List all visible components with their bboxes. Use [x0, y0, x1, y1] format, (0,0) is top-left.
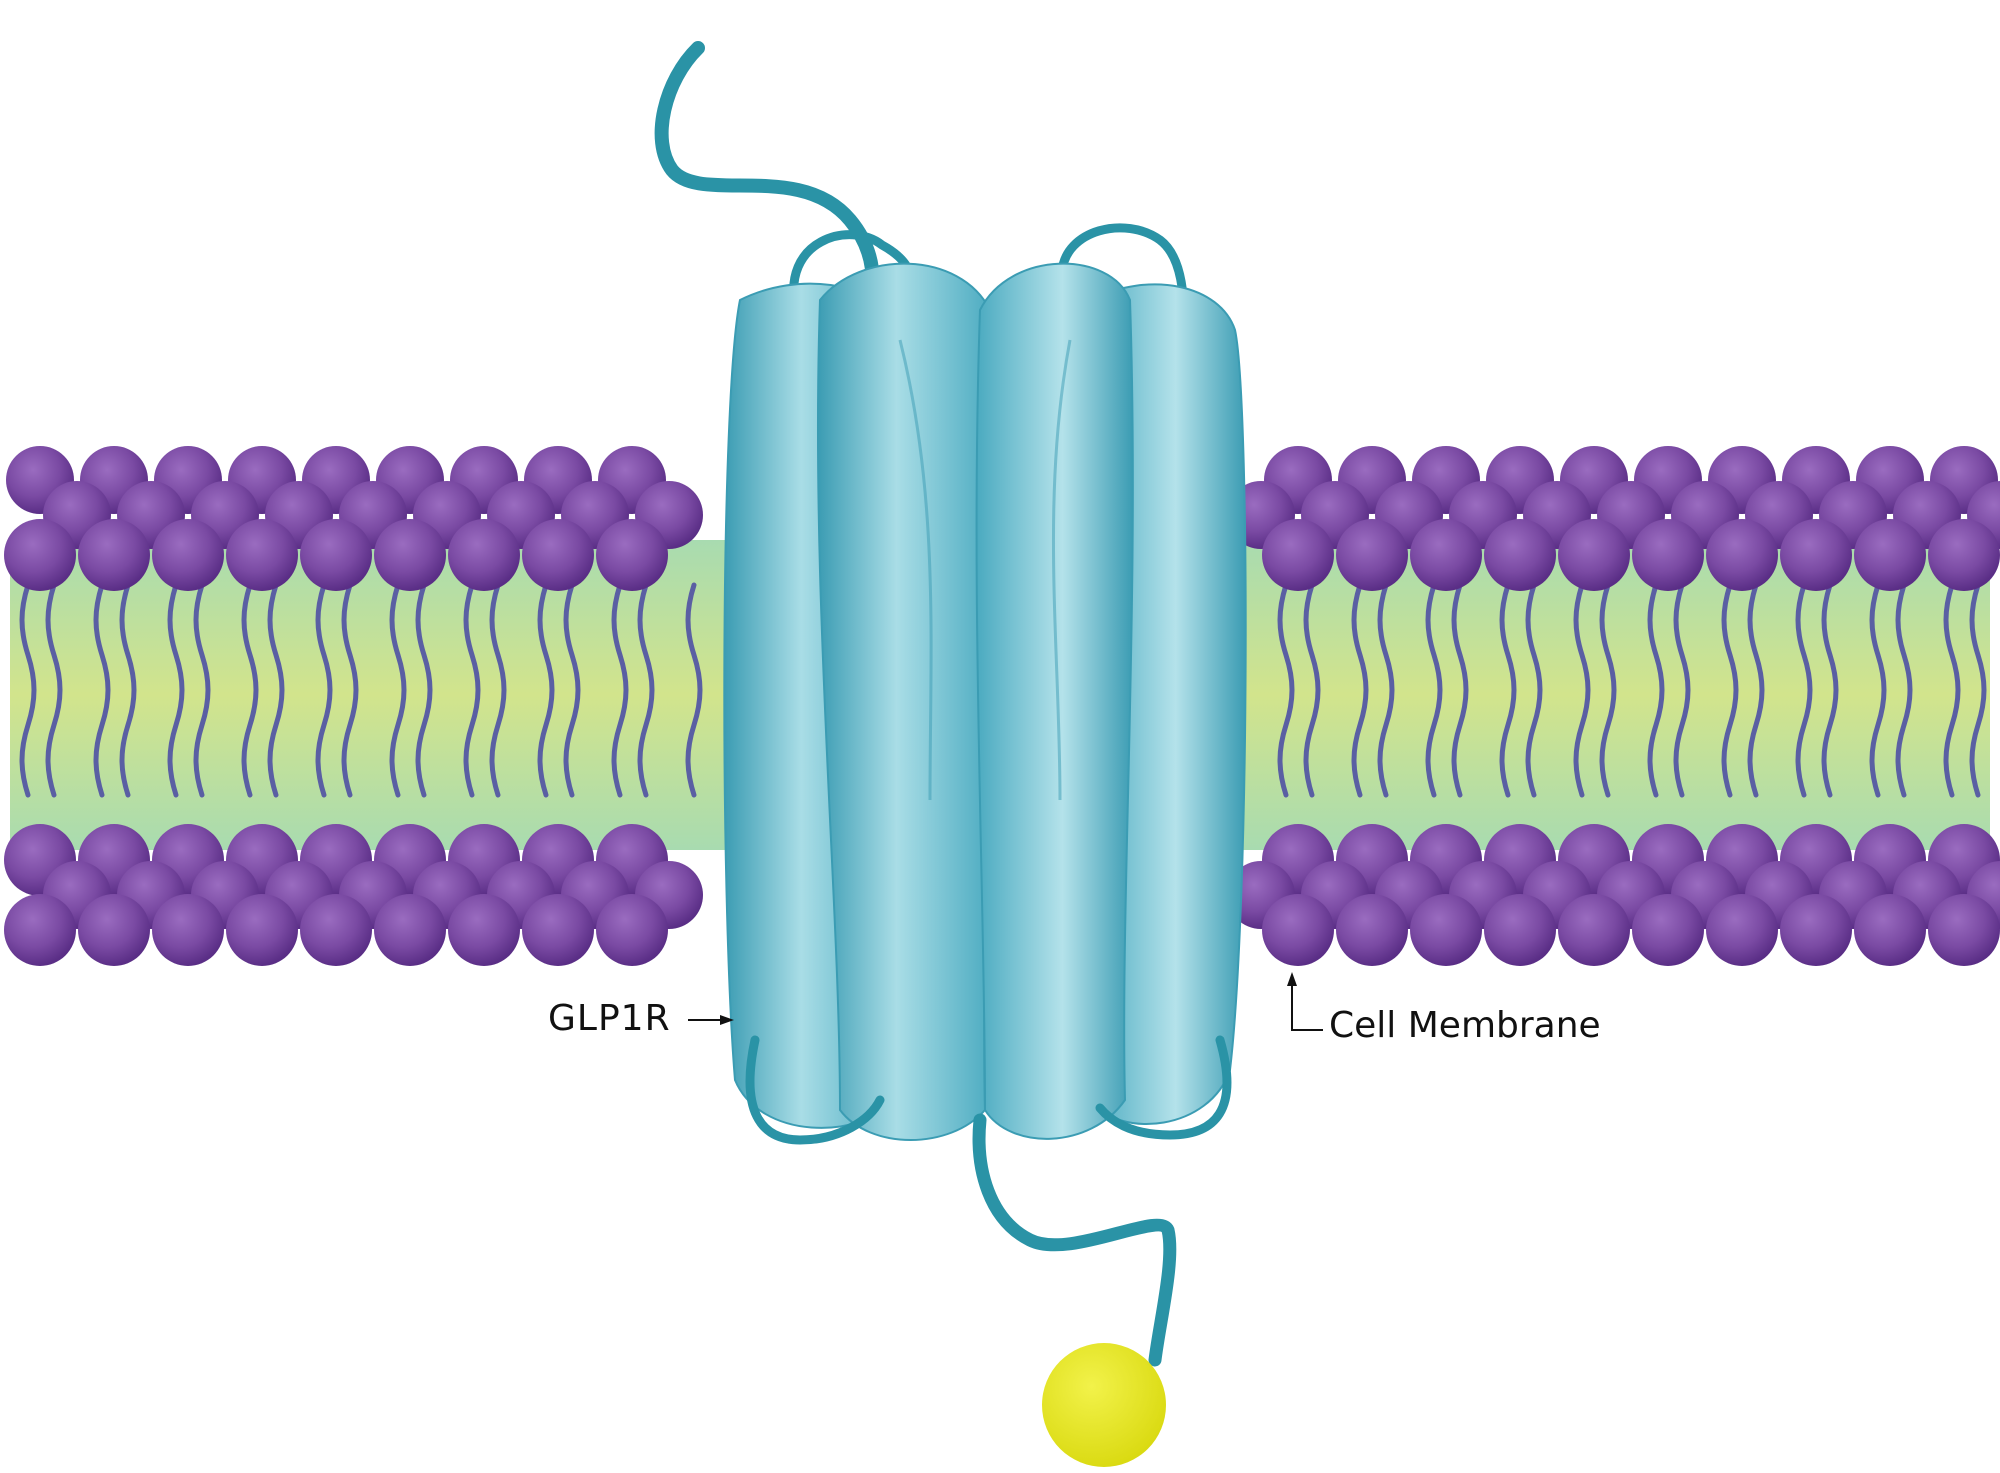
lipid-heads-upper [4, 446, 2000, 591]
c-terminus-ball [1042, 1343, 1166, 1467]
membrane-label: Cell Membrane [1329, 1005, 1601, 1046]
receptor-label: GLP1R [548, 998, 671, 1039]
c-terminus-tail [972, 1113, 1177, 1367]
intracellular-loops [745, 1035, 1232, 1145]
glp1r-receptor [723, 262, 1247, 1141]
lipid-heads-lower [4, 824, 2000, 966]
label-arrows [688, 972, 1323, 1031]
